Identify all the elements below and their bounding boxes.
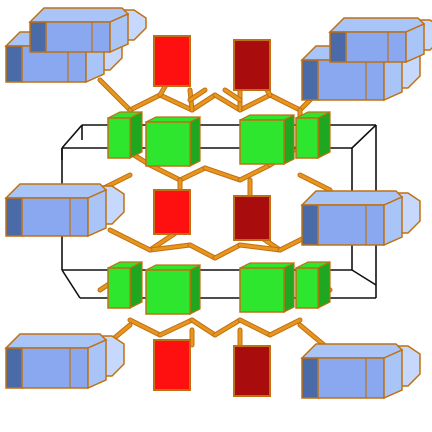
- green-cube: [145, 116, 201, 167]
- prism-side: [383, 348, 403, 400]
- green-cube-side: [189, 264, 201, 315]
- green-cube: [239, 262, 295, 313]
- green-cube-side: [129, 111, 143, 159]
- bond: [268, 318, 302, 337]
- bond: [190, 318, 217, 337]
- bond: [298, 173, 332, 192]
- prism-front: [21, 347, 89, 389]
- dark-red-square: [233, 345, 271, 397]
- prism-side: [405, 22, 425, 64]
- prism-side: [383, 195, 403, 247]
- green-cube: [239, 114, 295, 165]
- bond: [108, 228, 152, 252]
- bond-network: [97, 67, 333, 353]
- bond: [148, 163, 182, 182]
- bond: [148, 243, 192, 252]
- prism-end: [329, 31, 347, 63]
- bond: [128, 318, 162, 337]
- prism-front: [45, 21, 111, 53]
- prism-end: [29, 21, 47, 53]
- green-cube-face: [295, 117, 319, 159]
- hexagonal-prism: [4, 183, 125, 238]
- dark-red-square: [233, 195, 271, 241]
- green-cube-side: [283, 114, 295, 165]
- green-cube-side: [129, 261, 143, 309]
- prism-end: [301, 59, 319, 101]
- bond: [178, 166, 207, 182]
- green-cube-face: [239, 267, 285, 313]
- dark-red-square: [233, 39, 271, 91]
- green-cube-face: [107, 267, 131, 309]
- green-cube-face: [107, 117, 131, 159]
- prism-side: [109, 12, 129, 54]
- red-square: [153, 35, 191, 87]
- bond: [238, 243, 282, 252]
- prism-end: [5, 45, 23, 83]
- hexagonal-prism: [28, 7, 147, 54]
- green-cube-side: [283, 262, 295, 313]
- red-square: [153, 189, 191, 235]
- hexagonal-prisms: [4, 7, 432, 400]
- prism-front: [317, 357, 385, 399]
- bond: [203, 166, 242, 182]
- hexagonal-prism: [328, 17, 432, 64]
- bond: [213, 318, 242, 337]
- bond: [238, 93, 272, 112]
- red-square: [153, 339, 191, 391]
- bond: [188, 243, 217, 260]
- prism-front: [345, 31, 407, 63]
- prism-side: [87, 188, 107, 238]
- prism-end: [301, 204, 319, 246]
- prism-end: [301, 357, 319, 399]
- bond: [213, 243, 242, 260]
- bond: [223, 88, 242, 102]
- green-cube-side: [317, 111, 331, 159]
- unit-cell-edge: [351, 269, 377, 286]
- hexagonal-prism: [4, 333, 125, 390]
- green-cubes: [107, 111, 331, 315]
- unit-cell-edge: [61, 269, 81, 299]
- prism-front: [317, 59, 385, 101]
- green-cube: [145, 264, 201, 315]
- green-cube: [107, 111, 143, 159]
- red-squares: [153, 35, 271, 397]
- prism-end: [5, 197, 23, 237]
- green-cube-face: [145, 121, 191, 167]
- green-cube-face: [295, 267, 319, 309]
- bond: [238, 318, 272, 337]
- green-cube-side: [189, 116, 201, 167]
- green-cube: [107, 261, 143, 309]
- unit-cell-edge: [351, 124, 377, 149]
- bond: [158, 93, 194, 112]
- prism-end: [5, 347, 23, 389]
- green-cube: [295, 261, 331, 309]
- prism-front: [21, 197, 89, 237]
- green-cube-face: [145, 269, 191, 315]
- bond: [213, 93, 242, 112]
- bond: [238, 163, 272, 182]
- bond: [268, 93, 302, 112]
- green-cube-side: [317, 261, 331, 309]
- green-cube-face: [239, 119, 285, 165]
- bond: [128, 93, 162, 112]
- bond: [188, 88, 207, 102]
- hexagonal-prism: [300, 343, 421, 400]
- prism-side: [87, 338, 107, 390]
- prism-front: [317, 204, 385, 246]
- unit-cell-edge: [61, 124, 83, 149]
- bond: [190, 93, 217, 112]
- bond: [98, 78, 132, 112]
- bond: [158, 318, 194, 337]
- green-cube: [295, 111, 331, 159]
- hexagonal-prism: [300, 190, 421, 247]
